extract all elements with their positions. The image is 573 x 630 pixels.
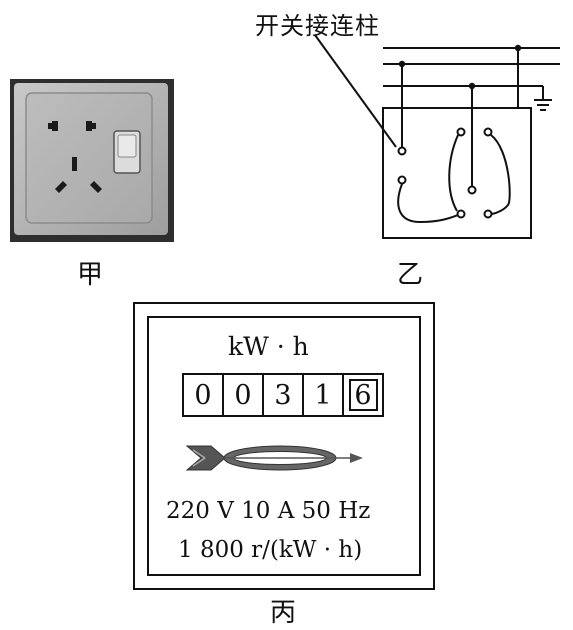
terminal	[483, 127, 493, 137]
terminal	[467, 185, 477, 195]
meter-unit-label: kW · h	[228, 332, 309, 361]
meter-digit: 1	[304, 375, 344, 415]
electricity-meter	[133, 302, 435, 590]
meter-decimal-digit: 6	[344, 375, 382, 415]
wall-socket-photo	[10, 79, 174, 242]
figure-label-jia: 甲	[76, 260, 103, 290]
terminal	[456, 209, 466, 219]
meter-counter: 0 0 3 1 6	[182, 373, 384, 417]
meter-digit: 3	[264, 375, 304, 415]
terminal	[483, 209, 493, 219]
terminal	[397, 146, 407, 156]
switch-terminal-label: 开关接连柱	[255, 12, 380, 40]
figure-label-yi: 乙	[396, 260, 423, 290]
meter-revolutions-text: 1 800 r/(kW · h)	[178, 537, 363, 563]
meter-inner-frame	[147, 316, 421, 576]
meter-rating-text: 220 V 10 A 50 Hz	[166, 498, 371, 524]
socket-box	[382, 107, 532, 239]
meter-decimal-digit-value: 6	[348, 379, 378, 411]
figure-label-bing: 丙	[269, 598, 296, 628]
meter-digit: 0	[184, 375, 224, 415]
terminal	[456, 127, 466, 137]
wiring-diagram	[314, 34, 560, 239]
rotating-disc-arrow-icon	[185, 445, 363, 471]
meter-digit: 0	[224, 375, 264, 415]
terminal	[397, 175, 407, 185]
